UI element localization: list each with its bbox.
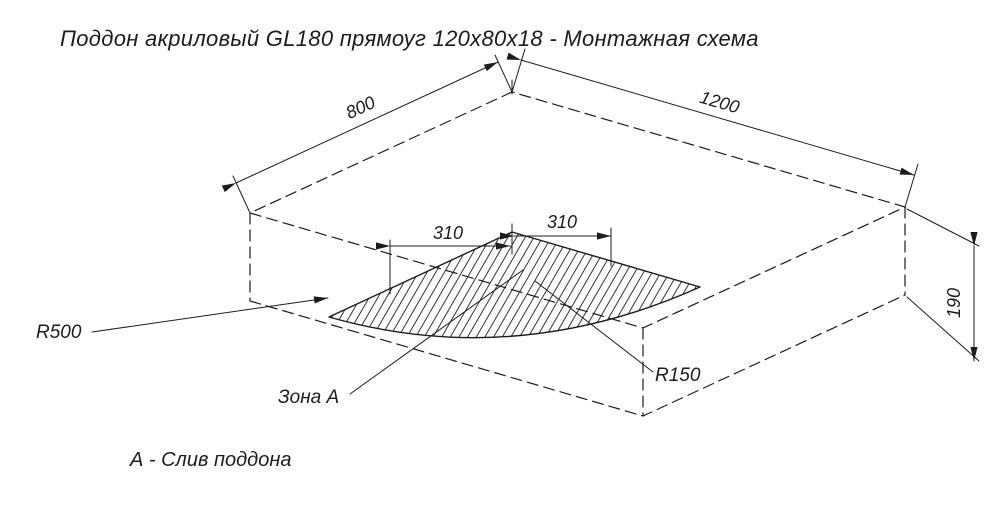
dim-310-right-value: 310 [547,212,577,232]
dim-190-witness-top [906,208,980,247]
dim-800-witness-right [494,54,513,93]
dim-1200-value: 1200 [698,87,742,117]
leader-zone-a [349,269,524,395]
drain-zone-shape [328,231,701,339]
drawing-footnote: А - Слив поддона [129,449,291,471]
dim-800-value: 800 [343,92,379,123]
leader-r150 [534,280,654,373]
drawing-title: Поддон акриловый GL180 прямоуг 120x80x18… [60,26,759,51]
label-r500: R500 [36,322,82,343]
dim-1200-witness-left [511,48,526,93]
dim-1200-line [506,52,915,176]
dim-310-left-value: 310 [433,223,463,243]
label-zone-a: Зона А [278,387,339,408]
dim-800-line [221,61,499,193]
dim-190-witness-bottom [906,296,980,362]
leader-r500 [91,296,329,333]
dim-800-witness-left [232,175,251,214]
dim-1200-witness-right [904,163,919,208]
label-r150: R150 [655,365,701,386]
dim-190-value: 190 [944,288,964,318]
